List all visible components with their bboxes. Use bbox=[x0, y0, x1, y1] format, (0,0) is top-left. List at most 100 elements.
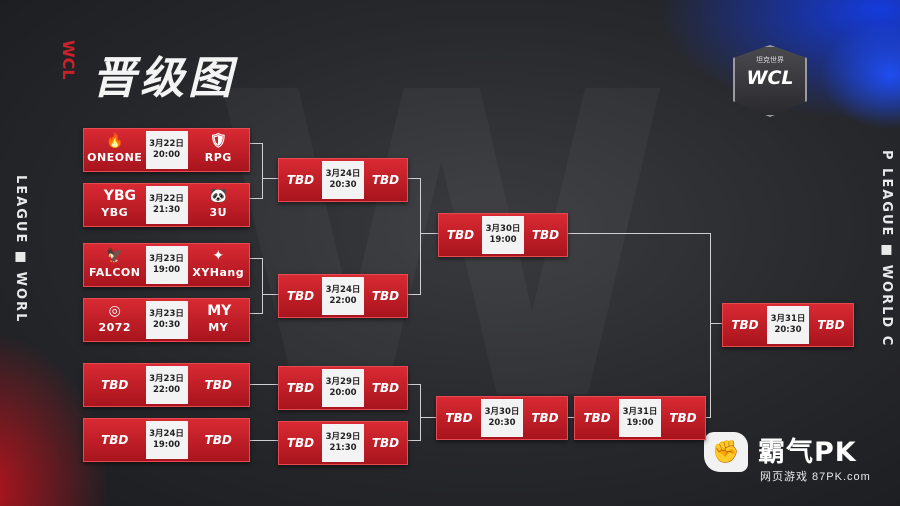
team-name: 2072 bbox=[98, 321, 132, 334]
bracket-connector bbox=[406, 440, 420, 441]
team-a: TBD bbox=[286, 381, 315, 395]
match-clock: 21:30 bbox=[329, 443, 357, 453]
bracket-connector bbox=[566, 417, 574, 418]
match-clock: 22:00 bbox=[329, 296, 357, 306]
match-date: 3月29日 bbox=[325, 432, 361, 442]
match-date: 3月22日 bbox=[149, 139, 184, 149]
team-logo-icon: 🐼 bbox=[209, 188, 227, 204]
bracket-connector bbox=[248, 143, 262, 144]
bracket-connector bbox=[566, 233, 710, 234]
bracket-connector bbox=[406, 384, 420, 385]
team-a: TBD bbox=[731, 318, 759, 332]
team-logo-icon: 🔥 bbox=[106, 133, 124, 149]
background-watermark: W bbox=[210, 40, 633, 460]
match-clock: 20:30 bbox=[774, 325, 802, 335]
match-date: 3月30日 bbox=[484, 407, 520, 417]
wcl-logo: 坦克世界 WCL bbox=[733, 45, 807, 117]
team-b: TBD bbox=[531, 411, 559, 425]
match-date: 3月24日 bbox=[149, 429, 184, 439]
bracket-connector bbox=[248, 258, 262, 259]
bracket-connector bbox=[704, 417, 710, 418]
bracket-connector bbox=[248, 198, 262, 199]
team-name: FALCON bbox=[89, 266, 141, 279]
bracket-connector bbox=[710, 323, 722, 324]
match-date: 3月23日 bbox=[149, 374, 184, 384]
team-a: TBD bbox=[286, 173, 315, 187]
bracket-connector bbox=[406, 178, 420, 179]
team-logo-icon: 🛡 bbox=[209, 133, 228, 149]
team-a: TBD bbox=[286, 436, 315, 450]
bracket-connector bbox=[262, 258, 263, 314]
team-b: 🐼 3U bbox=[188, 184, 250, 226]
bracket-connector bbox=[248, 384, 278, 385]
match-date: 3月24日 bbox=[325, 169, 361, 179]
match-date: 3月23日 bbox=[149, 309, 184, 319]
team-name: RPG bbox=[204, 151, 232, 164]
match-date: 3月24日 bbox=[325, 285, 361, 295]
team-a: TBD bbox=[286, 289, 315, 303]
team-logo-icon: ◎ bbox=[108, 303, 121, 319]
team-b: TBD bbox=[531, 228, 560, 242]
team-b: TBD bbox=[817, 318, 845, 332]
team-logo-icon: YBG bbox=[103, 188, 137, 204]
bracket-connector bbox=[420, 233, 438, 234]
team-name: 3U bbox=[209, 206, 228, 219]
team-name: ONEONE bbox=[87, 151, 143, 164]
match-date: 3月23日 bbox=[149, 254, 184, 264]
team-logo-icon: ✦ bbox=[212, 248, 225, 264]
match-clock: 19:00 bbox=[152, 265, 181, 275]
team-b: TBD bbox=[371, 289, 400, 303]
bracket-connector bbox=[262, 143, 263, 199]
logo-text: WCL bbox=[746, 67, 794, 89]
team-a: ◎ 2072 bbox=[84, 299, 146, 341]
match-date: 3月31日 bbox=[622, 407, 658, 417]
team-a: 🔥 ONEONE bbox=[84, 129, 146, 171]
bracket-connector bbox=[262, 294, 278, 295]
match-clock: 19:00 bbox=[626, 418, 654, 428]
match-clock: 20:30 bbox=[152, 320, 181, 330]
brand-name: 霸气PK bbox=[758, 437, 857, 468]
right-vertical-text: P LEAGUE ■ WORLD C bbox=[879, 150, 894, 348]
team-b: TBD bbox=[204, 378, 232, 392]
bracket-connector bbox=[406, 294, 420, 295]
bracket-connector bbox=[420, 417, 436, 418]
match-clock: 19:00 bbox=[489, 235, 517, 245]
match-clock: 22:00 bbox=[152, 385, 181, 395]
left-vertical-text: LEAGUE ■ WORL bbox=[13, 175, 28, 324]
team-a: TBD bbox=[583, 411, 611, 425]
match-clock: 20:30 bbox=[329, 180, 357, 190]
match-date: 3月31日 bbox=[770, 314, 806, 324]
brand-url: 网页游戏 87PK.com bbox=[760, 471, 871, 483]
match-clock: 20:00 bbox=[152, 150, 181, 160]
bracket-connector bbox=[248, 440, 278, 441]
team-logo-icon: MY bbox=[207, 303, 232, 319]
logo-sub: 坦克世界 bbox=[756, 57, 784, 64]
